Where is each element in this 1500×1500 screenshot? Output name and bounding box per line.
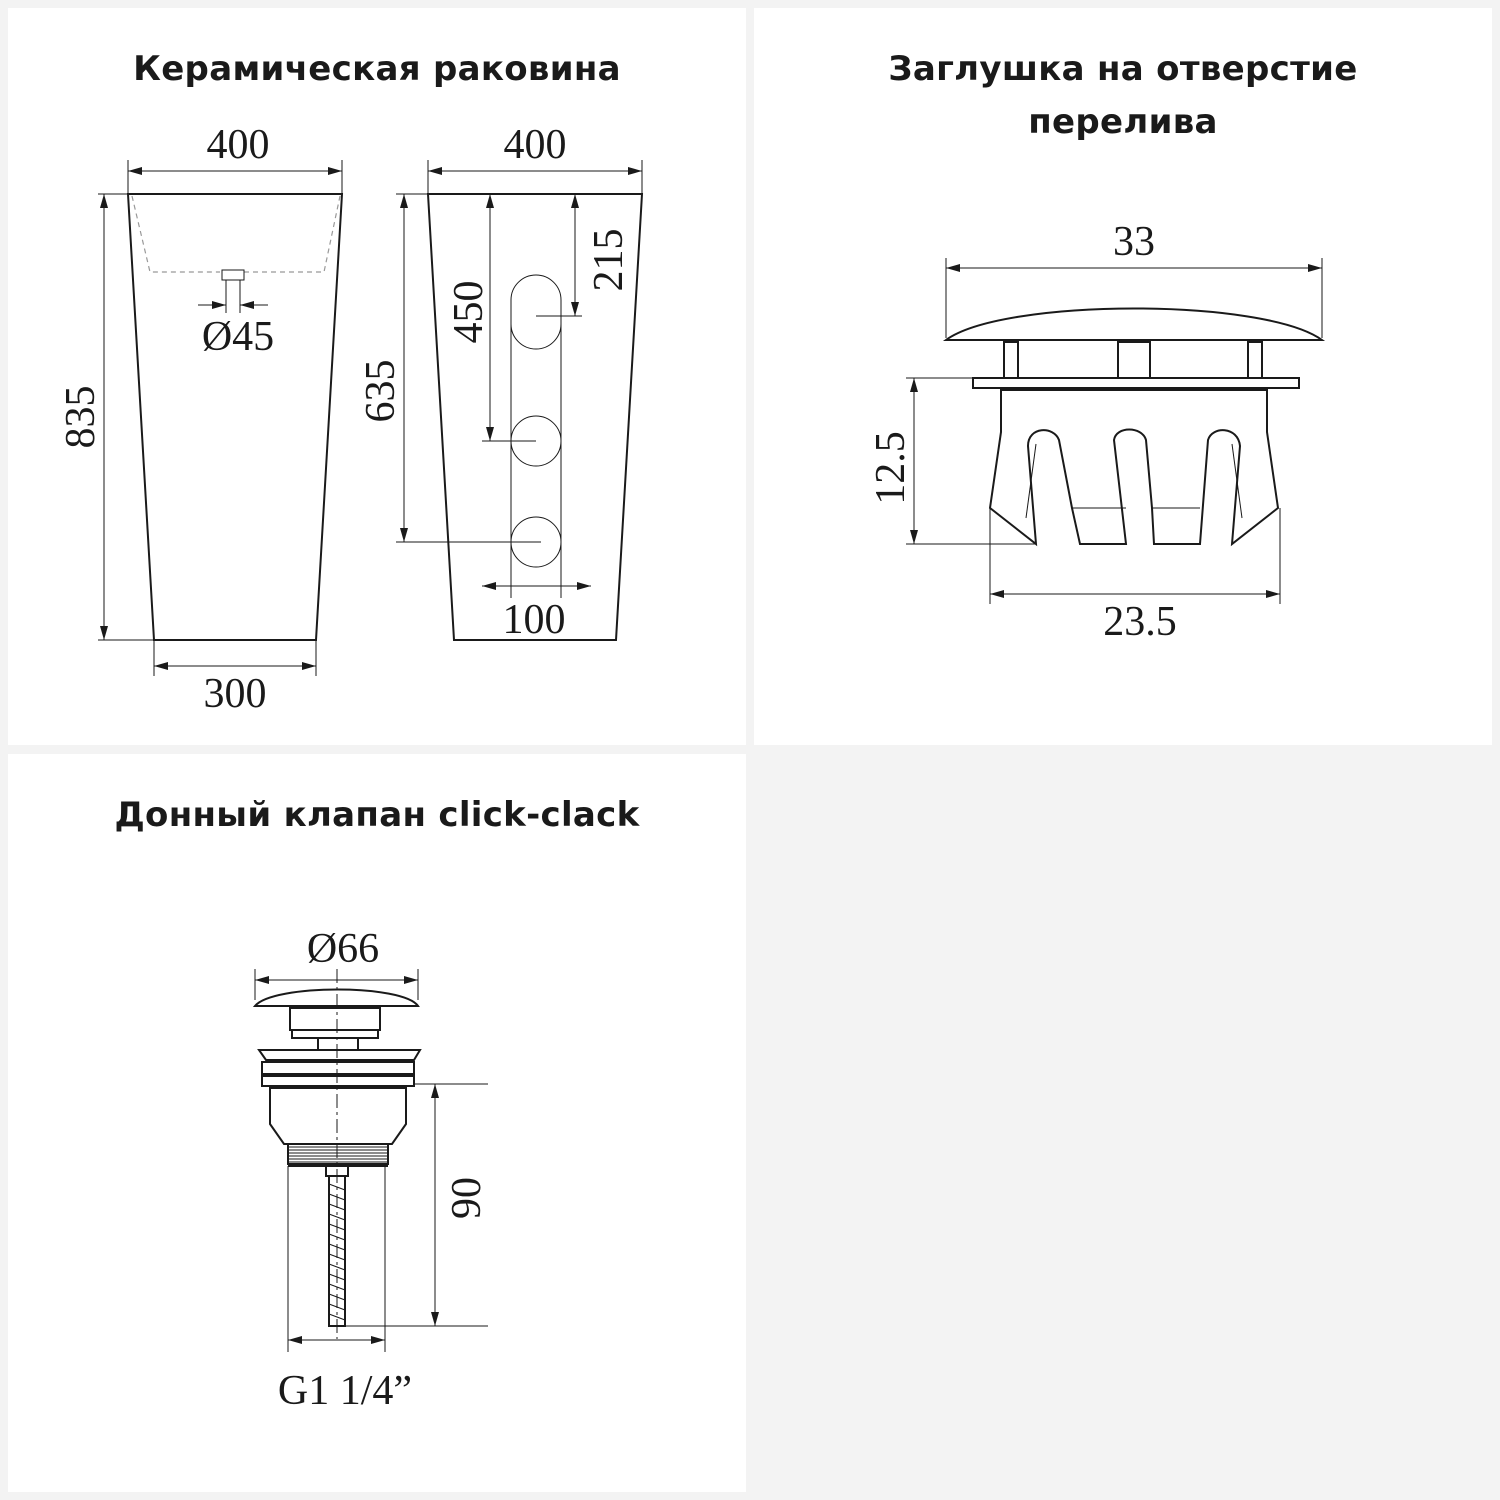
valve-height-label: 90 [444,1177,490,1219]
valve-thread-label: G1 1/4” [278,1368,412,1414]
sink-side-outline [426,193,644,641]
sink-title: Керамическая раковина [133,49,621,89]
overflow-cap-panel: Заглушка на отверстие перелива 33 12.5 2… [754,8,1492,745]
cap-flange [972,377,1300,389]
sink-100-label: 100 [503,597,566,643]
drain-valve-panel: Донный клапан click-clack Ø66 [8,754,746,1492]
cap-dome [942,307,1326,341]
sink-slot-hole [510,274,562,350]
overflow-cap-title-line1: Заглушка на отверстие [888,49,1358,89]
drain-valve-drawing: Ø66 90 G1 1/4” [252,926,490,1414]
sink-front-outline [126,193,344,641]
sink-width-label: 400 [207,122,270,168]
overflow-cap-title-line2: перелива [1028,102,1218,142]
valve-body [269,1087,407,1145]
sink-bottom-label: 300 [204,671,267,717]
sink-450-label: 450 [446,281,492,344]
cap-width-label: 33 [1113,219,1155,265]
empty-panel [754,754,1492,1492]
valve-diameter-label: Ø66 [307,926,379,972]
sink-height-label: 835 [58,386,104,449]
overflow-cap-drawing: 33 12.5 23.5 [868,219,1326,645]
sink-215-label: 215 [586,229,632,292]
cap-height-label: 12.5 [868,431,914,505]
sink-side-height-label: 635 [358,360,404,423]
valve-cap [252,988,420,1007]
sink-drain-hole [221,269,245,281]
valve-thread [288,1146,388,1163]
drain-valve-title: Донный клапан click-clack [114,795,640,835]
sink-bowl-hidden-lines [131,195,341,273]
sink-drain-label: Ø45 [202,314,274,360]
cap-bottom-width-label: 23.5 [1103,599,1177,645]
valve-flange [257,1049,422,1061]
sink-panel: Керамическая раковина 400 835 Ø45 300 [8,8,746,745]
sink-side-width-label: 400 [504,122,567,168]
cap-legs [988,389,1280,547]
sink-drawing: 400 835 Ø45 300 400 635 4 [58,122,644,717]
